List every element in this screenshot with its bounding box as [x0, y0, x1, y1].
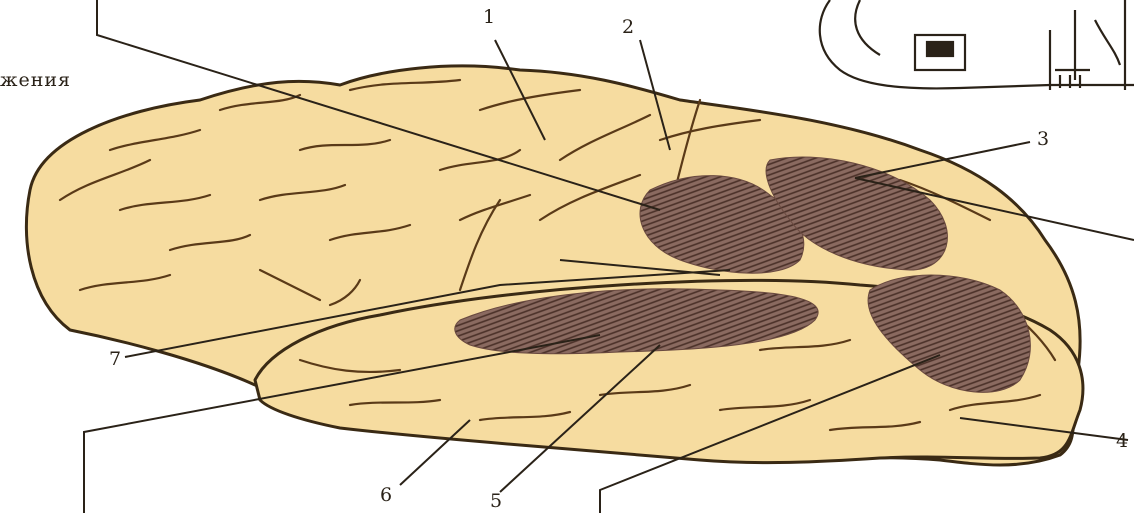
label-3: 3 [1037, 130, 1049, 149]
caption-fragment: жения [0, 71, 71, 90]
label-7: 7 [109, 350, 121, 369]
label-4: 4 [1116, 432, 1128, 451]
device-drawing-fragment-icon [820, 0, 1134, 90]
label-6: 6 [380, 486, 392, 505]
label-5: 5 [490, 492, 502, 511]
label-2: 2 [622, 18, 634, 37]
label-1: 1 [483, 8, 495, 27]
